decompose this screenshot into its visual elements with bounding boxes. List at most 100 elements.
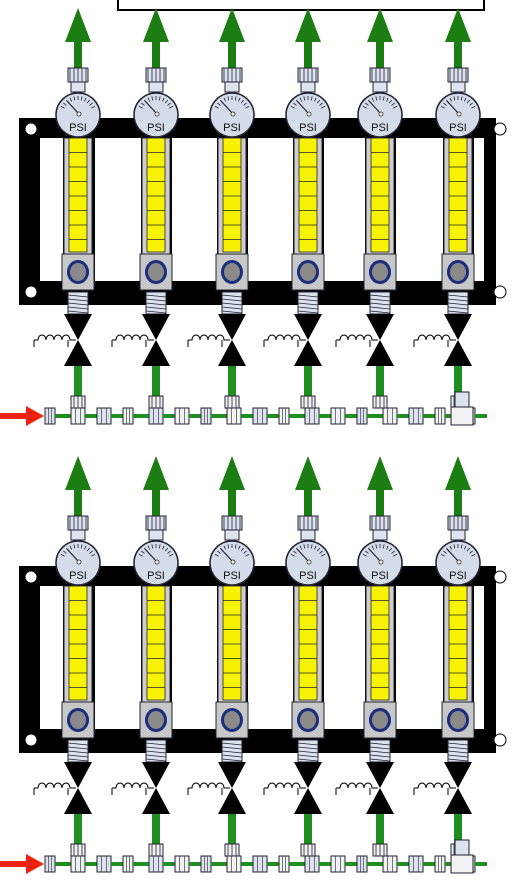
flow-tube (370, 137, 390, 253)
riser-pipe (304, 366, 312, 398)
gauge-needle (144, 100, 158, 115)
supply-pipe-segment (475, 414, 487, 418)
mounting-hole (493, 570, 507, 584)
gauge-needle (368, 548, 382, 563)
gauge-tick (69, 97, 72, 102)
supply-pipe-segment (241, 414, 253, 418)
thread-line (145, 298, 167, 302)
gauge-tick (386, 545, 389, 550)
supply-pipe-segment (85, 862, 97, 866)
gauge-tick (84, 97, 87, 102)
green-arrow-icon (65, 456, 91, 490)
supply-pipe-segment (367, 414, 383, 418)
solenoid-coil-icon (112, 334, 154, 341)
gauge-tick (86, 547, 90, 552)
gauge-pivot (154, 111, 160, 117)
gauge-tick (63, 102, 67, 106)
thread-line (297, 294, 319, 298)
supply-pipe-segment (85, 414, 97, 418)
valve-lower (294, 340, 322, 366)
supply-fitting (252, 855, 268, 873)
fitting-neck (224, 81, 240, 93)
frame-window (396, 586, 443, 729)
supply-fitting (70, 855, 86, 873)
gauge-tick (89, 550, 93, 554)
thread-line (221, 306, 243, 310)
solenoid-coil-icon (34, 334, 76, 341)
thread-line (369, 746, 391, 750)
green-arrow-icon (367, 8, 393, 42)
header-box (117, 0, 485, 11)
thread-line (447, 294, 469, 298)
gauge-tick (453, 96, 456, 101)
gauge-tick (393, 554, 398, 557)
gauge-tick (293, 550, 297, 554)
gauge-tick (371, 545, 374, 550)
fitting-neck (372, 81, 388, 93)
supply-pipe-segment (289, 862, 305, 866)
thread-line (447, 298, 469, 302)
frame-window (248, 138, 293, 281)
fitting-neck (148, 529, 164, 541)
valve-upper (294, 762, 322, 788)
gauge-tick (141, 550, 145, 554)
thread-line (447, 750, 469, 754)
frame-window (95, 586, 141, 729)
mounting-hole (24, 733, 38, 747)
gauge-tick (388, 547, 392, 552)
valve-upper (366, 762, 394, 788)
adjust-knob (148, 711, 164, 729)
supply-pipe-segment (133, 862, 149, 866)
green-arrow-icon (143, 8, 169, 42)
gauge-tick (84, 545, 87, 550)
gauge-psi-label: PSI (147, 122, 165, 134)
thread-line (447, 758, 469, 762)
thread-line (369, 750, 391, 754)
supply-fitting (356, 855, 368, 873)
flow-tube (146, 585, 166, 701)
supply-fitting (148, 407, 164, 425)
riser-pipe (228, 366, 236, 398)
gauge-tick (138, 106, 143, 109)
riser-pipe (152, 814, 160, 846)
valve-upper (218, 314, 246, 340)
supply-pipe-segment (211, 414, 227, 418)
gauge-tick (158, 96, 161, 101)
gauge-tick (382, 96, 385, 101)
frame-window (172, 138, 217, 281)
supply-pipe-segment (189, 414, 201, 418)
flow-tube (448, 137, 468, 253)
gauge-tick (223, 545, 226, 550)
mounting-hole (24, 570, 38, 584)
supply-pipe-segment (345, 862, 357, 866)
supply-pipe-segment (55, 414, 71, 418)
supply-fitting (200, 855, 212, 873)
fitting-neck (450, 81, 466, 93)
gauge-tick (69, 545, 72, 550)
thread-line (297, 750, 319, 754)
adjust-knob (70, 711, 86, 729)
thread-line (67, 306, 89, 310)
mounting-hole (24, 285, 38, 299)
solenoid-coil-icon (414, 782, 456, 789)
green-arrow-icon (295, 456, 321, 490)
gauge-tick (466, 547, 470, 552)
gauge-psi-label: PSI (449, 570, 467, 582)
thread-line (67, 742, 89, 746)
thread-line (297, 302, 319, 306)
supply-pipe-segment (211, 862, 227, 866)
thread-line (369, 742, 391, 746)
valve-upper (366, 314, 394, 340)
thread-line (297, 310, 319, 314)
valve-upper (444, 314, 472, 340)
green-arrow-icon (219, 8, 245, 42)
frame-window (248, 586, 293, 729)
green-arrow-icon (445, 456, 471, 490)
green-arrow-icon (65, 8, 91, 42)
outlet-arrow-shaft (74, 36, 82, 72)
gauge-tick (319, 102, 323, 106)
gauge-tick (464, 97, 467, 102)
frame-window (324, 586, 365, 729)
red-arrow-icon (26, 854, 44, 874)
